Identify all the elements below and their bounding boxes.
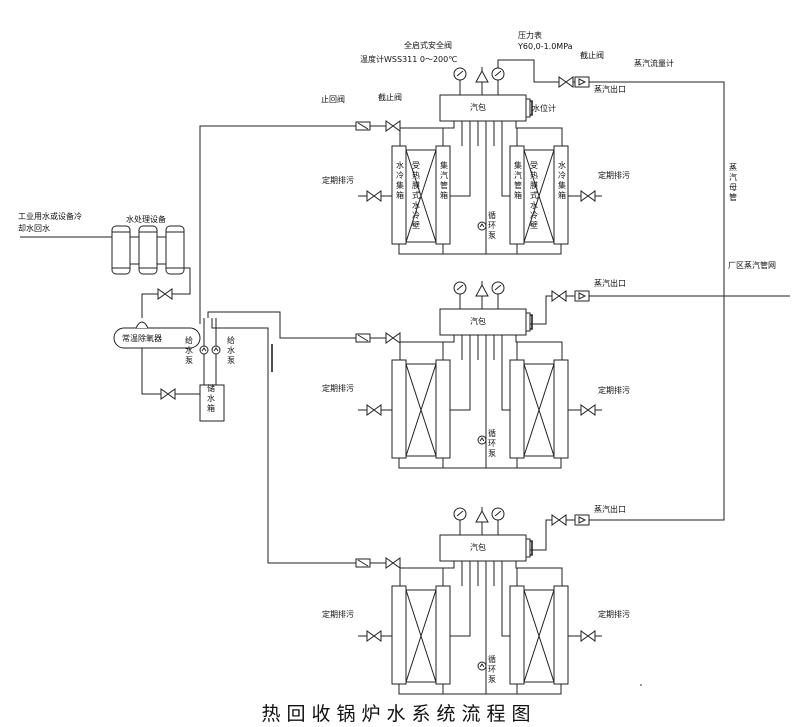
check-valve-label: 止回阀 xyxy=(321,94,345,104)
blowdown-label-2l: 定期排污 xyxy=(322,383,354,393)
blowdown-label-3r: 定期排污 xyxy=(598,609,630,619)
steam-outlet-label-3: 蒸汽出口 xyxy=(594,504,626,514)
membrane-header-left: 集汽管箱 xyxy=(440,160,448,200)
thermometer-label: 温度计WSS311 0～200℃ xyxy=(360,54,457,64)
storage-tank xyxy=(199,384,225,422)
treatment-vessel-3 xyxy=(165,225,185,275)
water-source-label-2: 却水回水 xyxy=(18,223,50,233)
blowdown-label-3l: 定期排污 xyxy=(322,609,354,619)
drum-label-1: 汽包 xyxy=(470,102,486,112)
water-source-label-1: 工业用水或设备冷 xyxy=(18,211,82,221)
steam-outlet-label-1: 蒸汽出口 xyxy=(594,84,626,94)
deaerator-tank xyxy=(113,327,201,349)
storage-tank-label: 储水箱 xyxy=(207,383,215,413)
steam-main-label: 蒸汽母管 xyxy=(729,162,737,202)
membrane-header-right: 集汽管箱 xyxy=(514,160,522,200)
plant-steam-network-label: 厂区蒸汽管网 xyxy=(728,260,776,270)
blowdown-label-2r: 定期排污 xyxy=(598,385,630,395)
steam-flowmeter-label: 蒸汽流量计 xyxy=(634,58,674,68)
stop-valve-label: 截止阀 xyxy=(378,92,402,102)
water-wall-left: 受热膜式水冷壁 xyxy=(412,160,420,230)
treatment-vessel-2 xyxy=(138,225,158,275)
circulation-pump-label-1: 循环泵 xyxy=(488,210,496,240)
water-wall-right: 受热膜式水冷壁 xyxy=(530,160,538,230)
pressure-gauge-spec: Y60,0-1.0MPa xyxy=(517,42,573,51)
circulation-pump-label-3: 循环泵 xyxy=(488,654,496,684)
feed-pump-label-right: 给水泵 xyxy=(227,335,235,365)
water-cooled-header-left: 水冷集箱 xyxy=(396,160,404,200)
pressure-gauge-label: 压力表 xyxy=(518,30,542,40)
drum-label-3: 汽包 xyxy=(470,542,486,552)
safety-valve-label: 全启式安全阀 xyxy=(404,40,452,50)
water-treatment-label: 水处理设备 xyxy=(126,214,166,224)
diagram-title: 热回收锅炉水系统流程图 xyxy=(261,703,536,725)
drum-label-2: 汽包 xyxy=(470,316,486,326)
treatment-vessel-1 xyxy=(111,225,131,275)
water-cooled-header-right: 水冷集箱 xyxy=(558,160,566,200)
circulation-pump-label-2: 循环泵 xyxy=(488,428,496,458)
boiler-unit-2 xyxy=(358,281,602,468)
deaerator-label: 常温除氧器 xyxy=(122,333,162,343)
steam-outlet-label-2: 蒸汽出口 xyxy=(594,278,626,288)
stop-valve-top-label: 截止阀 xyxy=(580,50,604,60)
blowdown-label-1r: 定期排污 xyxy=(598,170,630,180)
feed-pump-label-left: 给水泵 xyxy=(185,335,193,365)
boiler-unit-3 xyxy=(358,507,602,694)
water-level-gauge-label: 水位计 xyxy=(532,103,556,113)
blowdown-label-1l: 定期排污 xyxy=(322,175,354,185)
